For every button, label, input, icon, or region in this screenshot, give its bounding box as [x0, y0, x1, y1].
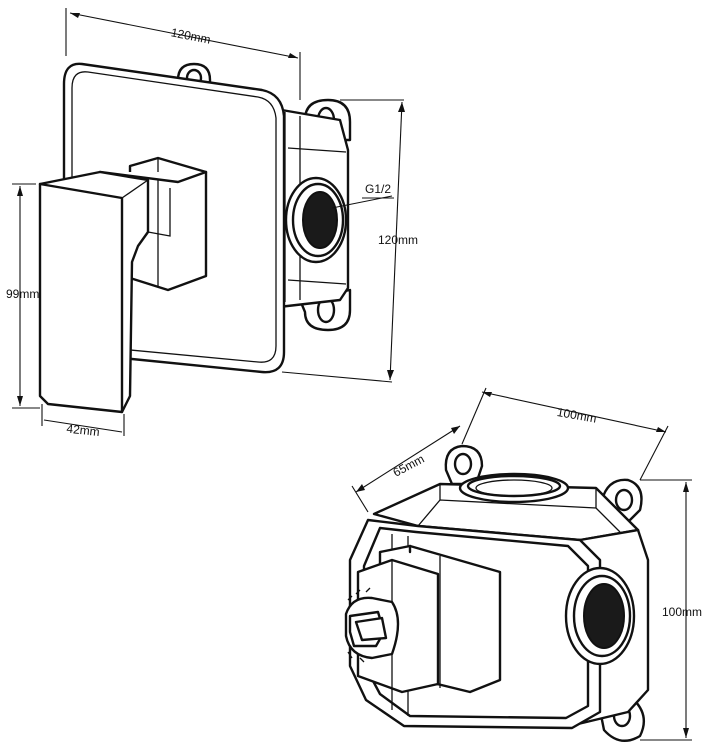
outlet-port-front [284, 176, 348, 264]
box-top-port [458, 472, 570, 504]
dim-label-handle-depth: 42mm [66, 422, 101, 439]
dim-width-120-top: 120mm [65, 8, 301, 100]
dim-label-plate-width: 120mm [170, 25, 212, 46]
dim-label-handle-height: 99mm [6, 287, 39, 301]
dim-height-120-right: 120mm [281, 99, 418, 383]
box-right-port [564, 566, 636, 666]
dim-label-box-depth: 65mm [391, 452, 427, 480]
dim-handle-height-99: 99mm [6, 183, 40, 409]
dim-label-box-height: 100mm [662, 605, 702, 619]
lever-handle [38, 156, 208, 414]
dim-box-height-100-right: 100mm [640, 479, 702, 741]
valve-box-iso-view: 100mm 65mm 100mm [344, 387, 702, 742]
box-ear-top-back [444, 444, 484, 486]
cartridge-spindle [344, 587, 400, 663]
dim-box-width-100-top: 100mm [461, 387, 669, 481]
dim-label-box-width: 100mm [556, 405, 598, 426]
dim-handle-depth-42: 42mm [41, 404, 125, 439]
valve-front-view: 120mm 120mm G1/2 99mm [6, 8, 418, 439]
thread-callout: G1/2 [331, 182, 394, 209]
dim-label-thread: G1/2 [365, 182, 391, 196]
dim-label-plate-height: 120mm [378, 233, 418, 247]
